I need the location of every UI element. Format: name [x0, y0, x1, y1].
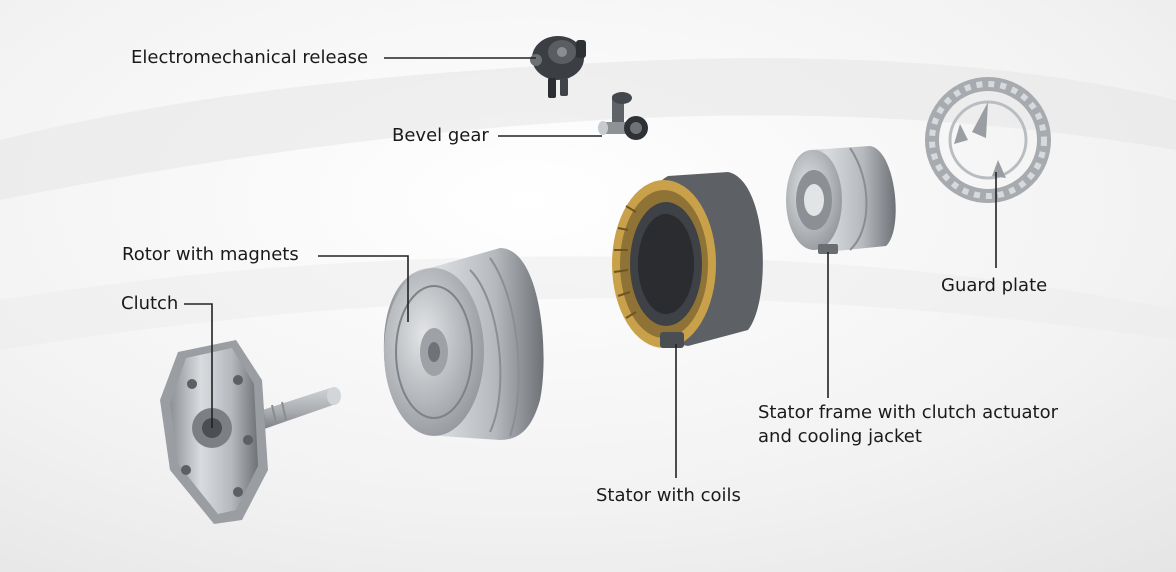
leader-rotor: [318, 255, 409, 322]
background-streak: [0, 58, 1176, 200]
leader-clutch: [184, 303, 213, 428]
label-electromechanical-release: Electromechanical release: [131, 47, 369, 68]
label-stator-frame-line1: Stator frame with clutch actuator: [758, 402, 1058, 423]
label-stator-frame: Stator frame with clutch actuator and co…: [758, 401, 1088, 449]
electromechanical-release-part: [530, 36, 586, 98]
label-stator-with-coils: Stator with coils: [596, 485, 741, 506]
label-guard-plate: Guard plate: [941, 275, 1048, 296]
label-bevel-gear: Bevel gear: [392, 125, 489, 146]
label-rotor-with-magnets: Rotor with magnets: [122, 244, 299, 265]
background-streak: [0, 256, 1176, 350]
leader-lines: [184, 57, 997, 478]
label-stator-frame-line2: and cooling jacket: [758, 426, 922, 447]
guard-plate-part: [925, 77, 1051, 203]
stator-part: [612, 172, 763, 348]
label-clutch: Clutch: [121, 293, 179, 314]
bevel-gear-part: [598, 92, 648, 140]
stator-frame-part: [786, 146, 896, 254]
clutch-part: [160, 340, 341, 524]
rotor-part: [383, 248, 544, 440]
